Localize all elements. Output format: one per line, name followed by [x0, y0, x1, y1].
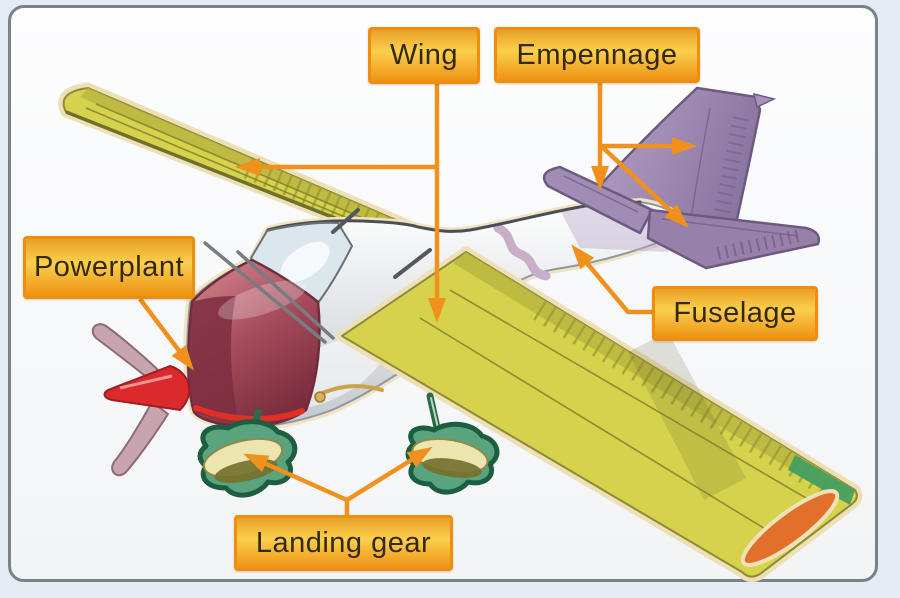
- right-wing: [336, 246, 863, 583]
- fin-tip-notch: [752, 92, 777, 109]
- wingtip-cap: [740, 489, 840, 567]
- empennage-arrow: [591, 83, 697, 228]
- fuselage-arrow: [571, 244, 653, 315]
- label-fuselage: Fuselage: [652, 286, 818, 341]
- propeller: [91, 323, 190, 477]
- tail-stripe: [493, 223, 551, 281]
- label-empennage: Empennage: [494, 27, 700, 83]
- engine-cowling: [187, 258, 321, 429]
- horizontal-stabilizers: [542, 165, 820, 270]
- label-powerplant: Powerplant: [23, 236, 195, 299]
- windshield-highlight: [280, 241, 330, 283]
- landing-gear-arrow: [242, 446, 433, 516]
- label-wing: Wing: [368, 27, 480, 84]
- label-landing-gear: Landing gear: [234, 515, 453, 571]
- wing-shadow: [628, 332, 746, 500]
- wing-struts: [203, 208, 432, 344]
- powerplant-arrow: [138, 297, 194, 371]
- wing-arrow: [235, 84, 446, 323]
- boarding-step: [314, 384, 384, 403]
